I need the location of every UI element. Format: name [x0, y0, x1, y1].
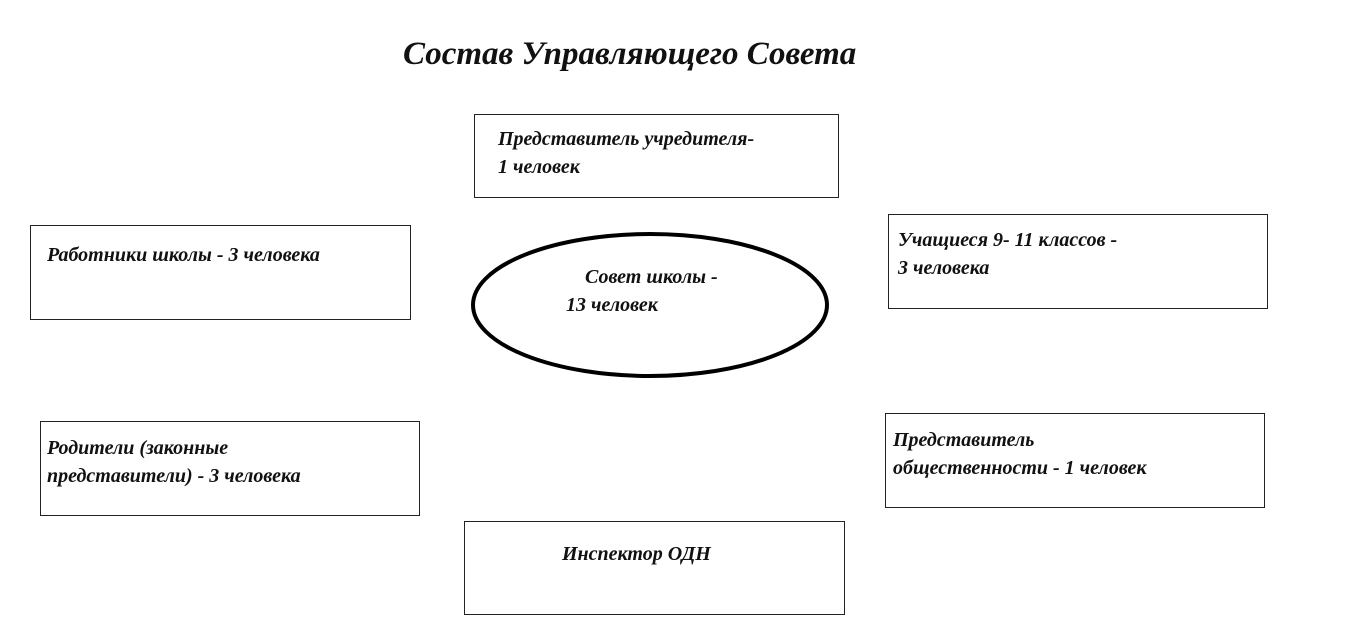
- box-juvenile-inspector: Инспектор ОДН: [464, 521, 845, 615]
- diagram-title: Состав Управляющего Совета: [403, 36, 857, 72]
- box-founder-representative: Представитель учредителя- 1 человек: [474, 114, 839, 198]
- center-text-line1: Совет школы -: [585, 266, 718, 288]
- box-text-line: Представитель учредителя-: [498, 128, 755, 150]
- box-students: Учащиеся 9- 11 классов - 3 человека: [888, 214, 1268, 309]
- box-text-line: Работники школы - 3 человека: [47, 244, 320, 266]
- box-text-line: Представитель: [893, 429, 1035, 451]
- box-text-line: Учащиеся 9- 11 классов -: [898, 229, 1118, 251]
- box-text-line: 3 человека: [898, 257, 990, 279]
- box-public-representative: Представитель общественности - 1 человек: [885, 413, 1265, 508]
- box-text-line: представители) - 3 человека: [47, 465, 301, 487]
- box-text-line: Инспектор ОДН: [562, 543, 711, 565]
- box-text-line: Родители (законные: [47, 437, 229, 459]
- box-school-staff: Работники школы - 3 человека: [30, 225, 411, 320]
- box-text-line: 1 человек: [498, 156, 580, 178]
- center-text-line2: 13 человек: [566, 294, 658, 316]
- council-ellipse: [471, 232, 829, 378]
- box-parents: Родители (законные представители) - 3 че…: [40, 421, 420, 516]
- box-text-line: общественности - 1 человек: [893, 457, 1147, 479]
